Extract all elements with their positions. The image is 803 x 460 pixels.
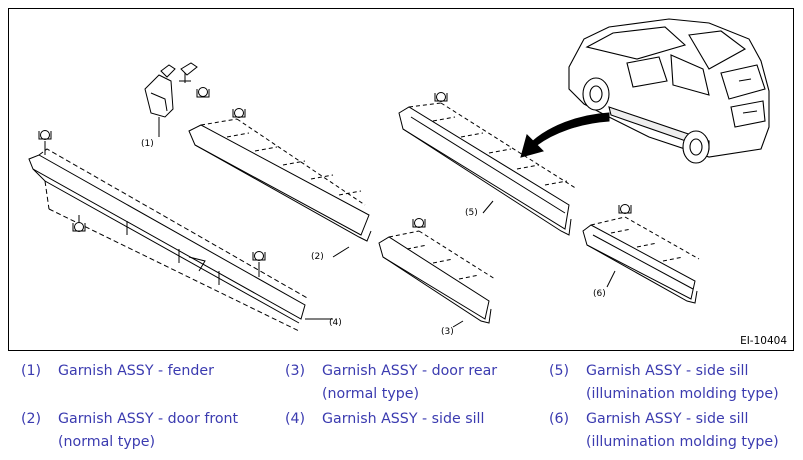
callout-4: (4) [329, 318, 342, 328]
part-side-sill-garnish [28, 130, 333, 332]
parts-diagram: (1) (2) (3) (4) (5) (6) EI-10404 [8, 8, 794, 351]
callout-5: (5) [465, 208, 478, 218]
legend-number: (3) [285, 363, 306, 379]
parts-legend: (1) Garnish ASSY - fender (2) Garnish AS… [0, 358, 803, 458]
part-door-rear-garnish [378, 218, 496, 328]
legend-text: Garnish ASSY - side sill(illumination mo… [586, 363, 779, 402]
callout-1: (1) [141, 139, 154, 149]
direction-arrow [520, 112, 610, 158]
legend-text: Garnish ASSY - door rear(normal type) [322, 363, 498, 402]
legend-number: (5) [549, 363, 570, 379]
legend-text: Garnish ASSY - side sill [322, 411, 485, 427]
part-side-sill-illumination-garnish-6 [582, 204, 700, 304]
part-fender-garnish [144, 62, 210, 137]
legend-number: (1) [21, 363, 42, 379]
callout-3: (3) [441, 327, 454, 337]
callout-6: (6) [593, 289, 606, 299]
legend-text: Garnish ASSY - fender [58, 363, 214, 379]
part-side-sill-illumination-garnish-5 [398, 92, 578, 236]
legend-number: (4) [285, 411, 306, 427]
legend-number: (6) [549, 411, 570, 427]
figure-id: EI-10404 [740, 335, 787, 347]
part-door-front-garnish [188, 108, 372, 258]
legend-number: (2) [21, 411, 42, 427]
vehicle-illustration [568, 18, 770, 164]
legend-text: Garnish ASSY - door front(normal type) [58, 411, 239, 450]
legend-text: Garnish ASSY - side sill(illumination mo… [586, 411, 779, 450]
callout-2: (2) [311, 252, 324, 262]
diagram-drawing: (1) (2) (3) (4) (5) (6) [28, 18, 770, 337]
